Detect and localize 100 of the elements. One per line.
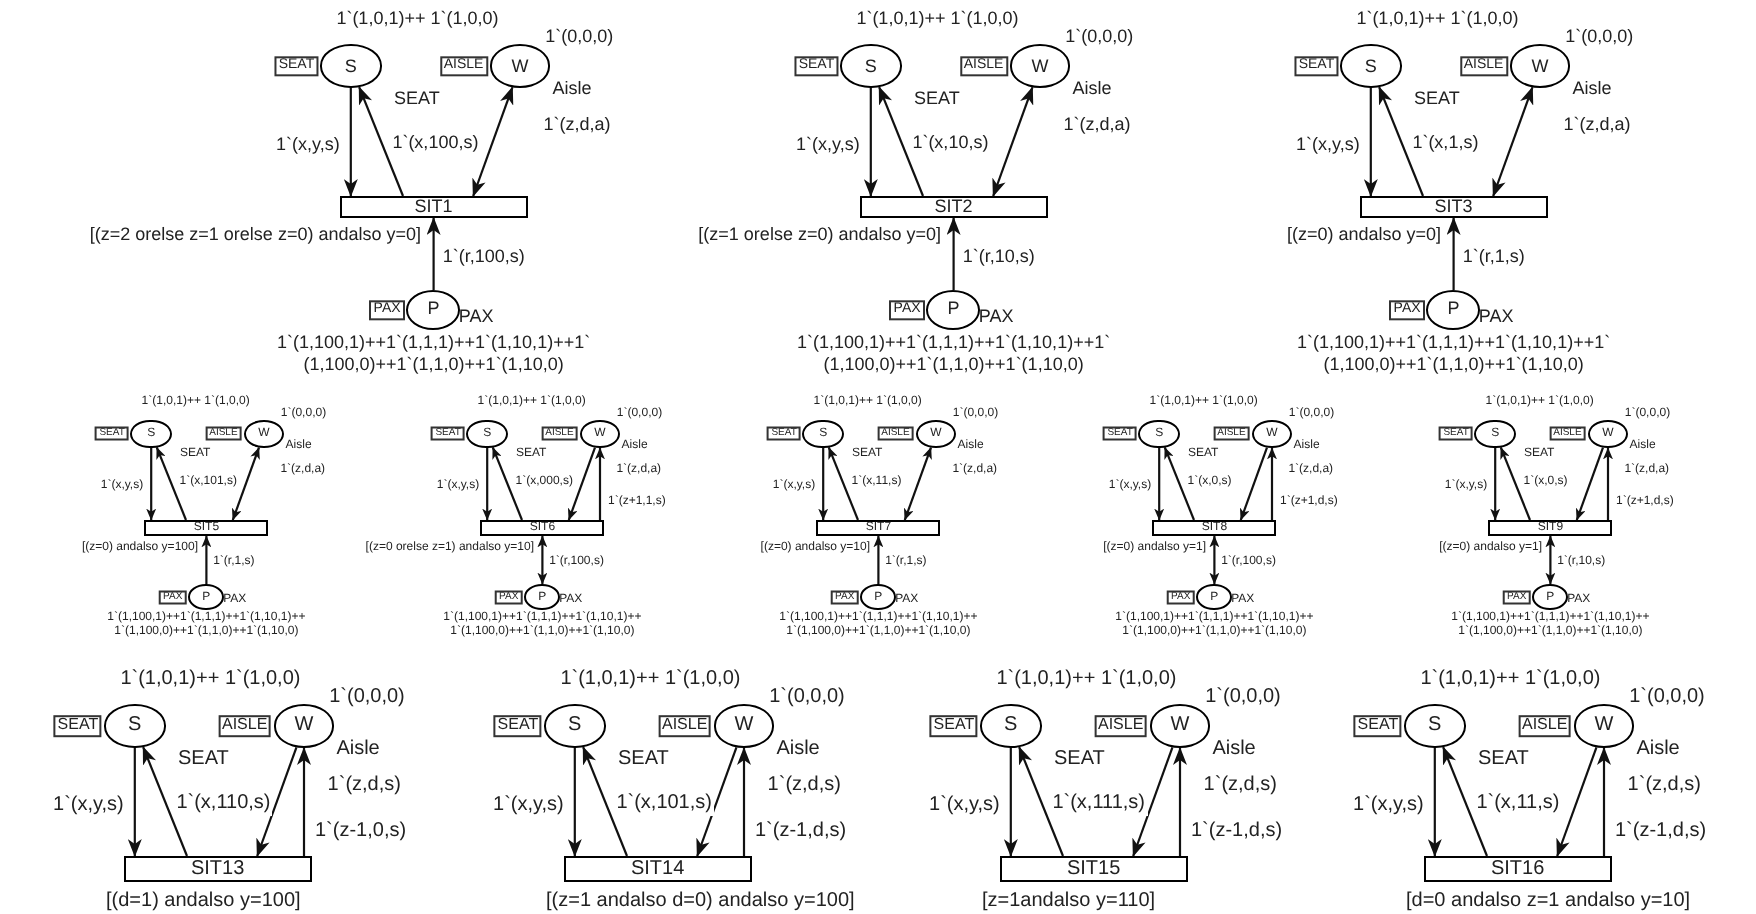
arc-arrow: [142, 746, 188, 857]
place-tag: SEAT: [1353, 715, 1403, 738]
place-ellipse: S: [320, 44, 382, 88]
arc-arrow: [878, 86, 924, 197]
guard-label: [z=1andalso y=110]: [982, 890, 1156, 914]
place-tag: AISLE: [1518, 715, 1572, 738]
initial-marking: 1`(0,0,0): [769, 686, 845, 711]
arc-arrow: [1545, 535, 1556, 585]
arc-arrow: [1597, 747, 1611, 856]
arc-inscription: 1`(x,y,s): [274, 134, 342, 157]
arc-arrow: [1132, 746, 1174, 857]
arc-arrow: [482, 448, 493, 521]
initial-marking: 1`(1,100,1)++1`(1,1,1)++1`(1,10,1)++1`(1,100,0)++1`(1,1,0)++1`(1,10,0): [274, 331, 593, 375]
arc-inscription: 1`(z,d,s): [325, 773, 403, 798]
place-ellipse: S: [104, 704, 166, 748]
arc-inscription: 1`(z,d,s): [1201, 773, 1279, 798]
arc-arrow: [1603, 447, 1613, 520]
place-ellipse: S: [1404, 704, 1466, 748]
transition-box: SIT16: [1424, 856, 1612, 882]
place-tag: AISLE: [658, 715, 712, 738]
place-ellipse: S: [840, 44, 902, 88]
arc-inscription: 1`(x,y,s): [51, 794, 126, 819]
arc-arrow: [1442, 746, 1488, 857]
initial-marking: 1`(0,0,0): [1629, 686, 1705, 711]
colour-set-label: Aisle: [552, 77, 592, 99]
place-tag: SEAT: [493, 715, 543, 738]
initial-marking: 1`(0,0,0): [1205, 686, 1281, 711]
colour-set-label: SEAT: [178, 748, 229, 772]
guard-label: [(z=0) andalso y=0]: [1286, 224, 1441, 246]
arc-arrow: [1267, 447, 1277, 520]
arc-arrow: [946, 217, 961, 290]
arc-arrow: [1018, 746, 1064, 857]
colour-set-label: SEAT: [1478, 748, 1529, 772]
colour-set-label: SEAT: [1054, 748, 1105, 772]
initial-marking: 1`(1,100,1)++1`(1,1,1)++1`(1,10,1)++1`(1,100,0)++1`(1,1,0)++1`(1,10,0): [794, 331, 1113, 375]
place-ellipse: W: [273, 704, 335, 748]
arc-arrow: [1492, 86, 1534, 197]
arc-arrow: [903, 447, 932, 521]
transition-box: SIT3: [1360, 196, 1548, 218]
colour-set-label: Aisle: [1572, 77, 1612, 99]
arc-arrow: [537, 535, 548, 585]
place-ellipse: W: [713, 704, 775, 748]
place-tag: AISLE: [218, 715, 272, 738]
transition-box: SIT1: [340, 196, 528, 218]
arc-arrow: [472, 86, 514, 197]
colour-set-label: Aisle: [336, 737, 380, 762]
colour-set-label: Aisle: [1212, 737, 1256, 762]
arc-arrow: [1556, 746, 1598, 857]
arc-arrow: [1239, 447, 1268, 521]
arc-arrow: [201, 535, 212, 584]
arc-arrow: [567, 748, 582, 857]
arc-arrow: [992, 86, 1034, 197]
arc-arrow: [582, 746, 628, 857]
arc-inscription: 1`(x,y,s): [927, 794, 1002, 819]
place-ellipse: S: [1340, 44, 1402, 88]
arc-arrow: [343, 88, 358, 197]
colour-set-label: SEAT: [914, 88, 960, 110]
arc-inscription: 1`(z-1,0,s): [313, 820, 409, 844]
arc-inscription: 1`(z,d,s): [765, 773, 843, 798]
arc-inscription: 1`(z-1,d,s): [753, 820, 849, 844]
initial-marking: 1`(1,0,1)++ 1`(1,0,0): [336, 8, 499, 31]
colour-set-label: SEAT: [1414, 88, 1460, 110]
arc-arrow: [491, 446, 524, 521]
colour-set-label: SEAT: [618, 748, 669, 772]
arc-arrow: [358, 86, 404, 197]
transition-box: SIT15: [1000, 856, 1188, 882]
arc-arrow: [696, 746, 738, 857]
colour-set-label: PAX: [458, 306, 494, 328]
initial-marking: 1`(1,0,1)++ 1`(1,0,0): [1356, 8, 1519, 31]
arc-inscription: 1`(r,1,s): [1460, 246, 1527, 269]
arc-arrow: [1163, 446, 1196, 521]
initial-marking: 1`(1,0,1)++ 1`(1,0,0): [1420, 668, 1601, 693]
arc-inscription: 1`(z-1,d,s): [1189, 820, 1285, 844]
arc-arrow: [827, 446, 860, 521]
arc-arrow: [1378, 86, 1424, 197]
colour-set-label: PAX: [1478, 306, 1514, 328]
arc-inscription: 1`(r,10,s): [960, 246, 1037, 269]
arc-arrow: [231, 447, 260, 521]
place-tag: SEAT: [929, 715, 979, 738]
transition-box: SIT14: [564, 856, 752, 882]
arc-inscription: 1`(z,d,s): [1625, 773, 1703, 798]
guard-label: [(z=2 orelse z=1 orelse z=0) andalso y=0]: [89, 224, 421, 246]
arc-arrow: [873, 535, 884, 584]
initial-marking: 1`(0,0,0): [1065, 26, 1134, 49]
arc-inscription: 1`(x,111,s): [1050, 791, 1147, 816]
colour-set-label: SEAT: [394, 88, 440, 110]
initial-marking: 1`(1,0,1)++ 1`(1,0,0): [996, 668, 1177, 693]
place-tag: AISLE: [1094, 715, 1148, 738]
arc-arrow: [1499, 446, 1532, 521]
colour-set-label: Aisle: [776, 737, 820, 762]
arc-arrow: [737, 747, 751, 856]
arc-inscription: 1`(x,y,s): [1294, 134, 1362, 157]
arc-inscription: 1`(z,d,a): [1061, 113, 1133, 135]
arc-arrow: [256, 746, 298, 857]
transition-box: SIT13: [124, 856, 312, 882]
guard-label: [(z=1 orelse z=0) andalso y=0]: [698, 224, 941, 246]
arc-arrow: [567, 447, 596, 521]
arc-arrow: [297, 747, 311, 856]
arc-arrow: [863, 88, 878, 197]
place-ellipse: W: [1573, 704, 1635, 748]
